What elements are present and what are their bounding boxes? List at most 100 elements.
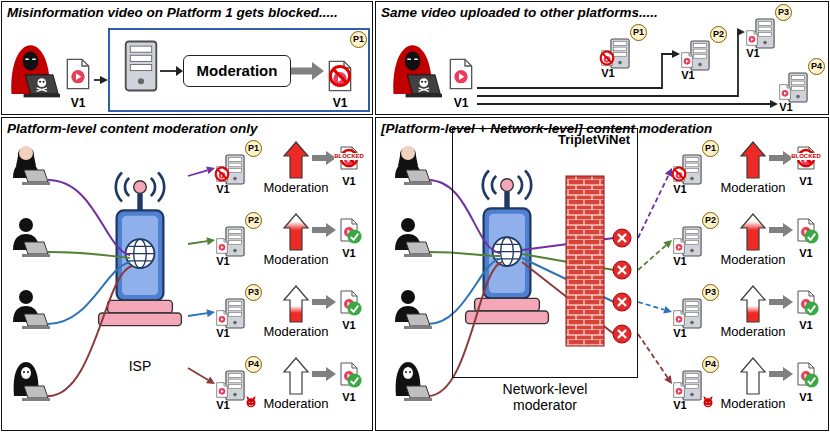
server-icon: [226, 155, 244, 184]
video-icon: [450, 59, 471, 88]
platform-badge: P4: [702, 356, 719, 373]
platform-badge: P1: [630, 24, 647, 41]
platform-server: P4V1: [778, 58, 826, 114]
video-label: V1: [794, 390, 818, 404]
connector-line: [477, 32, 738, 96]
video-label: V1: [794, 318, 818, 332]
user-link: [48, 180, 130, 255]
panel-title: Same video uploaded to other platforms..…: [381, 4, 658, 21]
server-icon: [691, 41, 709, 70]
video-icon: [674, 239, 685, 254]
arrow-line: [160, 70, 176, 72]
platform-badge: P3: [775, 4, 792, 21]
video-icon: [217, 239, 228, 254]
server-icon: [683, 227, 701, 256]
video-label: V1: [337, 246, 361, 260]
video-icon: [67, 59, 88, 88]
arrow-head: [100, 76, 108, 84]
video-label: V1: [337, 318, 361, 332]
platform-badge: P2: [245, 212, 262, 229]
server-icon: [226, 299, 244, 328]
flow-arrow: [312, 151, 336, 165]
platform-badge: P1: [245, 140, 262, 157]
video-label: V1: [794, 246, 818, 260]
platform-badge: P2: [710, 26, 727, 43]
arrow-head: [207, 237, 216, 245]
moderation-arrow: [284, 358, 308, 394]
flow-arrow: [312, 223, 336, 237]
video-label: V1: [778, 100, 794, 114]
video-label: V1: [745, 46, 761, 60]
connector: [477, 100, 778, 108]
connector: [638, 302, 672, 314]
moderation-label: Moderation: [716, 252, 790, 267]
connector-line: [638, 302, 664, 310]
arrow-head: [176, 66, 183, 76]
platform-server: P1V1: [600, 24, 648, 80]
video-label: V1: [337, 390, 361, 404]
user-icon: [395, 218, 432, 257]
platform-server: P3V1: [745, 4, 793, 60]
user-link: [428, 252, 500, 256]
connector-line: [638, 175, 669, 238]
arrow-head: [663, 306, 672, 314]
video-icon: [780, 85, 791, 100]
user-icon: [13, 290, 50, 329]
panel: Platform-level content moderation onlyIS…: [1, 117, 373, 431]
video-label: V1: [600, 66, 616, 80]
video-item: V1: [324, 58, 356, 110]
server-icon: [226, 227, 244, 256]
attacker-icon: [396, 362, 432, 401]
flow-arrow: [312, 367, 336, 381]
connector-line: [477, 103, 770, 105]
video-icon: [217, 311, 228, 326]
flow-arrow: [769, 367, 793, 381]
moderator-label: Network-level moderator: [480, 381, 610, 413]
allowed-check: [804, 229, 818, 243]
moderation-label: Moderation: [716, 324, 790, 339]
video-item: V1: [445, 56, 477, 110]
drop-mark: [613, 229, 631, 247]
moderation-arrow: [741, 142, 765, 178]
connector: [188, 166, 215, 176]
server-icon: [789, 73, 807, 102]
connector: [477, 50, 680, 88]
arrow-head: [663, 240, 672, 248]
server-icon: [683, 299, 701, 328]
blocked-sign: [330, 66, 349, 85]
panel-title: Misinformation video on Platform 1 gets …: [7, 4, 338, 21]
connector: [188, 237, 215, 245]
arrow-head: [312, 62, 324, 80]
connector-line: [638, 334, 668, 377]
server-icon: [683, 155, 701, 184]
platform-server: P3V1: [672, 284, 720, 340]
moderation-arrows: [284, 142, 308, 394]
server-icon: [126, 42, 157, 91]
flow-arrow: [769, 151, 793, 165]
connector-line: [188, 241, 207, 244]
attacker-icon: [393, 45, 442, 97]
moderation-arrow: [741, 286, 765, 322]
attacker-icon: [14, 362, 50, 401]
video-icon: [674, 311, 685, 326]
drop-mark: [613, 325, 631, 343]
blocked-stamp: BLOCKED: [791, 153, 821, 160]
attacker-icon: [11, 45, 60, 97]
platform-badge: P4: [808, 58, 825, 75]
user-icon: [13, 146, 50, 185]
moderation-arrow: [284, 214, 308, 250]
isp-tower: [99, 173, 182, 326]
user-icon: [395, 290, 432, 329]
connector: [477, 28, 745, 96]
moderation-arrow: [284, 286, 308, 322]
connector-line: [477, 54, 672, 88]
moderation-label: Moderation: [259, 252, 333, 267]
platform-box: P1ModerationV1: [108, 28, 370, 112]
connector-line: [188, 368, 208, 380]
video-icon: [682, 53, 693, 68]
video-label: V1: [337, 174, 361, 188]
user-link: [48, 262, 130, 324]
arrow-head: [665, 168, 672, 177]
allowed-check: [347, 373, 361, 387]
arrow-head: [664, 375, 672, 384]
